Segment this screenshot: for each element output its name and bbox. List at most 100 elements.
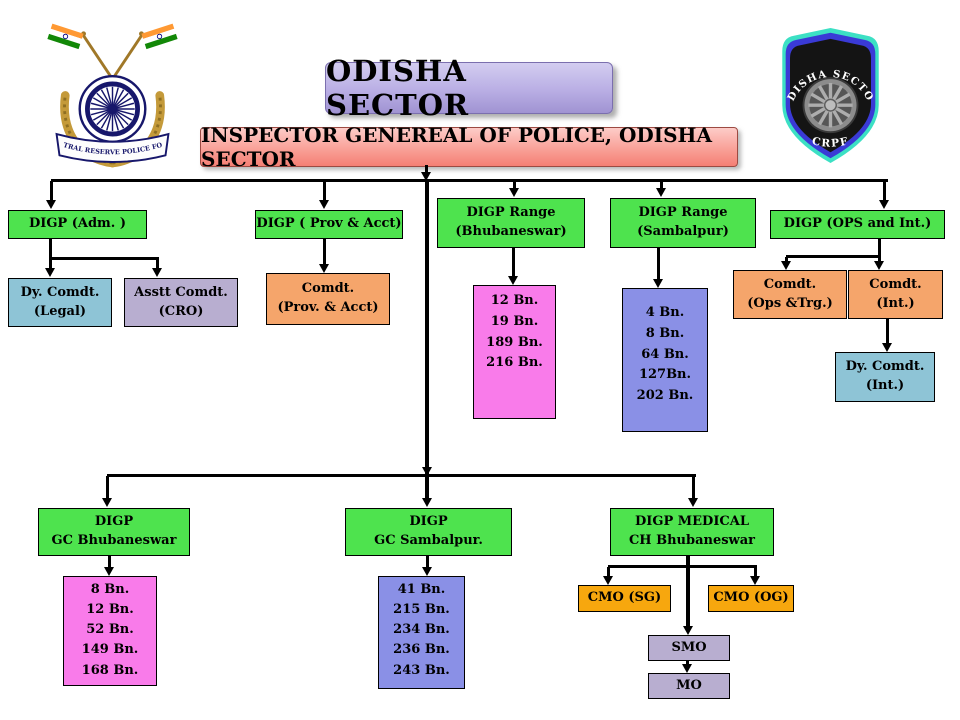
node-label: Comdt.	[763, 276, 817, 292]
slide-title: ODISHA SECTOR	[325, 54, 613, 122]
connector	[425, 476, 429, 499]
node-label: GC Bhubaneswar	[51, 533, 177, 548]
node-label: (Sambalpur)	[637, 224, 729, 239]
connector	[692, 476, 695, 499]
bn-item: 41 Bn.	[397, 582, 446, 597]
connector-arrow	[653, 279, 663, 288]
node-digp-range-bhubaneswar: DIGP Range (Bhubaneswar)	[437, 198, 585, 248]
connector	[426, 554, 429, 568]
connector	[425, 165, 428, 173]
node-bn-list-range-sambalpur: 4 Bn. 8 Bn. 64 Bn. 127Bn. 202 Bn.	[622, 288, 708, 432]
node-label: (Prov. & Acct)	[277, 300, 379, 315]
bn-item: 8 Bn.	[645, 325, 685, 341]
bn-item: 236 Bn.	[393, 642, 450, 658]
connector-arrow	[683, 626, 693, 635]
node-label: Dy. Comdt.	[845, 359, 925, 375]
connector	[686, 659, 689, 665]
node-label: Comdt.	[301, 281, 355, 297]
node-comdt-prov-acct: Comdt. (Prov. & Acct)	[266, 273, 390, 325]
connector-arrow	[46, 200, 56, 209]
connector	[785, 257, 788, 262]
bn-item: 168 Bn.	[81, 662, 139, 678]
connector	[323, 237, 326, 265]
connector-arrow	[509, 188, 519, 197]
crpf-banner-ribbon	[55, 132, 170, 163]
slide-title-text: ODISHA SECTOR	[326, 54, 470, 122]
node-mo: MO	[648, 673, 730, 699]
connector	[607, 567, 610, 577]
connector	[513, 181, 516, 189]
connector	[108, 554, 111, 568]
node-label: GC Sambalpur.	[374, 533, 483, 548]
bn-item: 243 Bn.	[393, 662, 450, 678]
connector	[660, 181, 663, 189]
node-digp-adm: DIGP (Adm. )	[8, 210, 147, 239]
igp-banner-text: INSPECTOR GENEREAL OF POLICE, ODISHA SEC…	[201, 123, 712, 171]
connector-arrow	[152, 268, 162, 277]
connector	[878, 237, 881, 262]
connector-arrow	[688, 498, 698, 507]
node-label: DIGP Range	[638, 205, 728, 221]
connector-arrow	[104, 567, 114, 576]
node-smo: SMO	[648, 635, 730, 661]
connector	[883, 181, 886, 200]
india-flag-left	[47, 23, 84, 50]
bn-item: 189 Bn.	[486, 334, 543, 350]
connector	[323, 181, 326, 200]
connector	[754, 567, 757, 577]
connector	[657, 246, 660, 280]
connector	[512, 246, 515, 277]
connector-arrow	[319, 200, 329, 209]
bn-item: 52 Bn.	[86, 622, 134, 638]
connector-arrow	[319, 264, 329, 273]
node-bn-list-gc-bhubaneswar: 8 Bn. 12 Bn. 52 Bn. 149 Bn. 168 Bn.	[63, 576, 157, 686]
node-label: DIGP	[94, 514, 134, 530]
connector-arrow	[656, 188, 666, 197]
connector-arrow	[421, 172, 431, 181]
bn-item: 234 Bn.	[393, 622, 450, 638]
node-label: (CRO)	[158, 303, 204, 319]
bn-item: 64 Bn.	[641, 346, 689, 362]
node-comdt-ops-trg: Comdt. (Ops &Trg.)	[733, 270, 847, 319]
node-label: DIGP ( Prov & Acct)	[256, 216, 402, 232]
node-label: DIGP Range	[466, 205, 556, 221]
connector-arrow	[882, 343, 892, 352]
connector	[886, 317, 889, 344]
node-digp-range-sambalpur: DIGP Range (Sambalpur)	[610, 198, 756, 248]
node-label: CMO (OG)	[713, 590, 789, 606]
igp-banner: INSPECTOR GENEREAL OF POLICE, ODISHA SEC…	[200, 123, 738, 171]
connector	[156, 259, 159, 269]
connector	[51, 179, 888, 182]
node-cmo-og: CMO (OG)	[708, 585, 794, 612]
connector-arrow	[603, 576, 613, 585]
bn-item: 149 Bn.	[81, 642, 139, 658]
node-digp-medical: DIGP MEDICAL CH Bhubaneswar	[610, 508, 774, 556]
node-label: CMO (SG)	[587, 590, 662, 606]
connector	[49, 257, 159, 260]
node-label: CH Bhubaneswar	[628, 533, 756, 548]
node-label: (Bhubaneswar)	[455, 224, 567, 239]
node-asstt-comdt-cro: Asstt Comdt. (CRO)	[124, 278, 238, 327]
india-flag-right	[141, 23, 178, 50]
connector-trunk	[686, 554, 690, 627]
connector-arrow	[422, 567, 432, 576]
bn-item: 19 Bn.	[490, 313, 539, 329]
bn-item: 216 Bn.	[486, 355, 543, 371]
crpf-emblem: CENTRAL RESERVE POLICE FORCE	[45, 20, 178, 168]
node-label: (Legal)	[33, 303, 87, 319]
node-label: SMO	[671, 639, 707, 655]
bn-item: 215 Bn.	[393, 602, 450, 618]
node-label: DIGP MEDICAL	[635, 514, 749, 530]
node-cmo-sg: CMO (SG)	[578, 585, 671, 612]
node-bn-list-gc-sambalpur: 41 Bn. 215 Bn. 234 Bn. 236 Bn. 243 Bn.	[378, 576, 465, 689]
connector	[786, 255, 880, 258]
node-dy-comdt-legal: Dy. Comdt. (Legal)	[8, 278, 112, 327]
connector-arrow	[422, 467, 432, 476]
bn-item: 202 Bn.	[636, 388, 694, 404]
node-label: (Int.)	[865, 378, 905, 393]
node-bn-list-range-bhubaneswar: 12 Bn. 19 Bn. 189 Bn. 216 Bn.	[473, 285, 556, 419]
connector-trunk	[425, 181, 429, 476]
node-label: MO	[676, 677, 702, 693]
connector-arrow	[750, 576, 760, 585]
connector-arrow	[874, 261, 884, 270]
